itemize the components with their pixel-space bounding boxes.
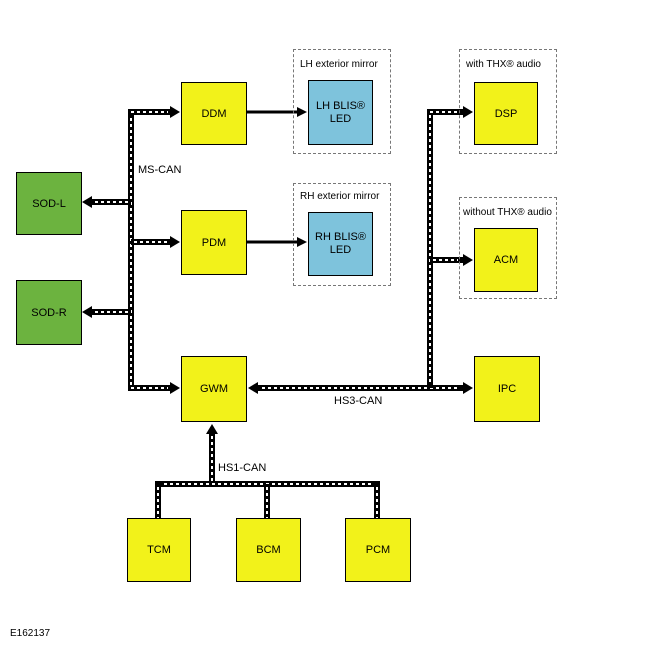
gwm-module: GWM xyxy=(181,356,247,422)
rh-blis-led: RH BLIS® LED xyxy=(308,212,373,276)
ddm-module: DDM xyxy=(181,82,247,145)
bcm-module: BCM xyxy=(236,518,301,582)
sod-l-module: SOD-L xyxy=(16,172,82,235)
ms-can-label: MS-CAN xyxy=(138,164,182,176)
dsp-module: DSP xyxy=(474,82,538,145)
lh-blis-led: LH BLIS® LED xyxy=(308,80,373,145)
acm-module: ACM xyxy=(474,228,538,292)
lh-led-label: LED xyxy=(329,112,352,125)
rh-led-label: LED xyxy=(329,244,352,256)
sod-r-module: SOD-R xyxy=(16,280,82,345)
with-thx-audio-group xyxy=(459,49,557,154)
rh-exterior-mirror-group xyxy=(293,183,391,286)
pdm-module: PDM xyxy=(181,210,247,275)
rh-blis-label: RH BLIS® xyxy=(315,231,366,244)
without-thx-audio-group xyxy=(459,197,557,299)
lh-exterior-mirror-group xyxy=(293,49,391,154)
hs1-can-label: HS1-CAN xyxy=(218,462,267,474)
figure-id: E162137 xyxy=(10,628,51,639)
lh-blis-label: LH BLIS® xyxy=(315,99,366,112)
lh-exterior-mirror-label: LH exterior mirror xyxy=(300,59,378,70)
ms-can-bus xyxy=(90,109,173,391)
hs3-can-bus xyxy=(258,109,463,391)
hs3-can-label: HS3-CAN xyxy=(334,395,383,407)
hs1-can-bus xyxy=(155,424,380,518)
tcm-module: TCM xyxy=(127,518,191,582)
pcm-module: PCM xyxy=(345,518,411,582)
without-thx-audio-label: without THX® audio xyxy=(463,207,552,218)
hs3-can-arrowheads xyxy=(248,106,473,394)
ms-can-arrowheads xyxy=(82,106,180,394)
rh-exterior-mirror-label: RH exterior mirror xyxy=(300,191,380,202)
with-thx-audio-label: with THX® audio xyxy=(466,59,541,70)
mirror-links xyxy=(247,107,307,247)
ipc-module: IPC xyxy=(474,356,540,422)
